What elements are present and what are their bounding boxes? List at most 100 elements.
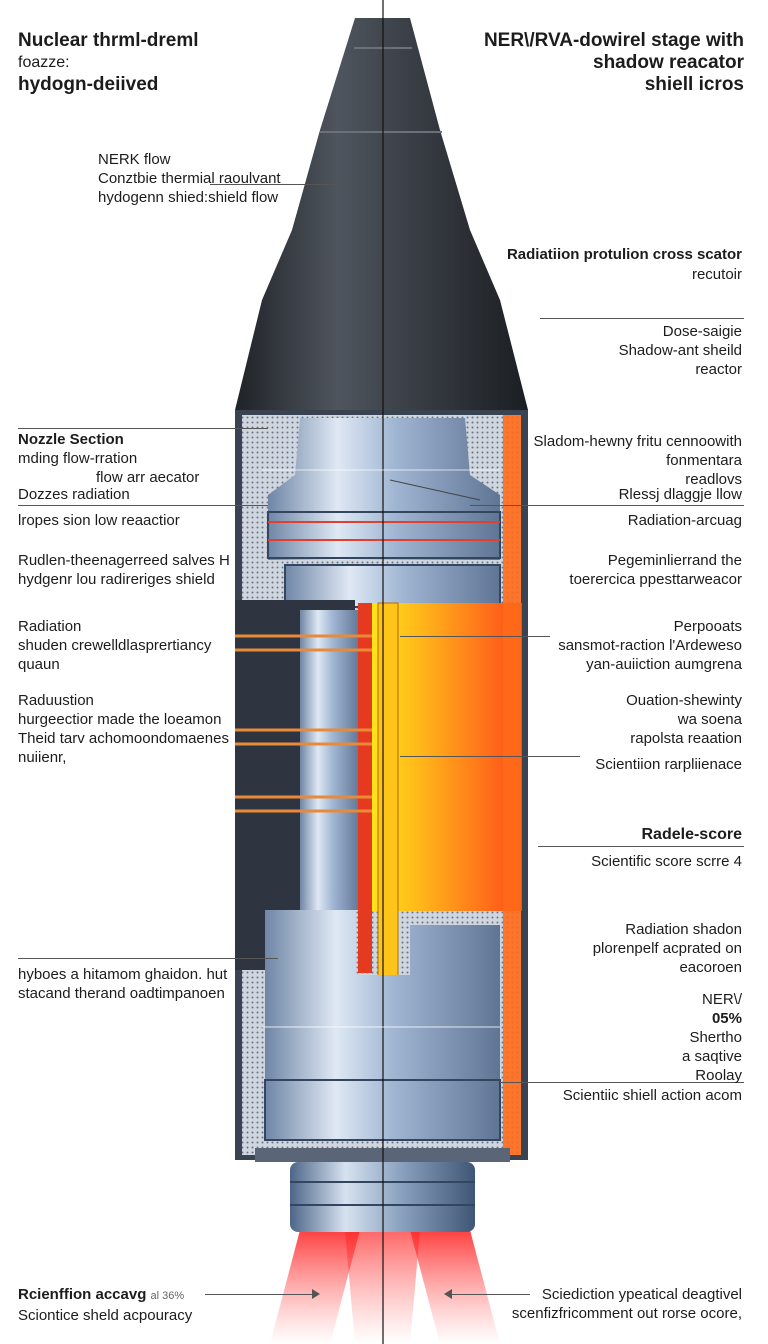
- title-left-line3: hydogn-deiived: [18, 74, 159, 95]
- label-line: Radiation-arcuag: [627, 512, 742, 529]
- label-line: recutoir: [691, 266, 742, 283]
- label-line: rapolsta reaation: [630, 730, 742, 747]
- label-line: stacand therand oadtimpanoen: [18, 985, 225, 1002]
- label-line: Shadow-ant sheild: [618, 342, 742, 359]
- label-line: Conztbie thermial raoulvant: [98, 170, 281, 187]
- label-left-raduustion: Raduustion hurgeectior made the loeamon …: [18, 691, 229, 767]
- label-line: Radele-score: [641, 826, 743, 843]
- leader-line: [210, 184, 340, 185]
- label-left-radiation: Radiation shuden crewelldlasprertiancy q…: [18, 617, 211, 674]
- leader-line: [538, 846, 744, 847]
- label-line: hydgenr lou radireriges shield: [18, 571, 215, 588]
- leader-line: [205, 1294, 315, 1295]
- title-left: Nuclear thrml-dreml foazze: hydogn-deiiv…: [18, 30, 199, 96]
- leader-line: [18, 958, 278, 959]
- label-line: Radiatiion protulion cross scator: [506, 246, 742, 263]
- label-line: Raduustion: [18, 692, 94, 709]
- label-line: Radiation: [18, 618, 82, 635]
- label-left-nerk-flow: NERK flow Conztbie thermial raoulvant hy…: [98, 150, 281, 207]
- leader-line: [540, 318, 744, 319]
- label-line: eacoroen: [679, 959, 742, 976]
- label-right-radiation-protection: Radiatiion protulion cross scator recuto…: [507, 245, 742, 285]
- label-line: Rcienffion accavg al 36%: [18, 1285, 192, 1306]
- title-right-line3: shiell icros: [644, 74, 744, 95]
- label-text: Rcienffion accavg: [18, 1286, 147, 1303]
- label-line: NERK flow: [98, 151, 171, 168]
- label-right-scientific-score: Scientific score scrre 4: [591, 852, 742, 871]
- label-left-rudlen: Rudlen-theenagerreed salves H hydgenr lo…: [18, 551, 230, 589]
- label-line: yan-auiiction aumgrena: [586, 656, 742, 673]
- label-right-rless: Rlessj dlaggje llow: [619, 485, 742, 504]
- label-line: hydogenn shied:shield flow: [98, 189, 279, 206]
- label-line: a saqtive: [681, 1048, 742, 1065]
- label-line: mding flow-rration: [18, 450, 138, 467]
- label-line: lropes sion low reaactior: [18, 512, 180, 529]
- label-left-dozzes: Dozzes radiation: [18, 485, 130, 504]
- label-right-scientiic-shiell: Scientiic shiell action acom: [563, 1086, 742, 1105]
- leader-line: [18, 428, 268, 429]
- label-line: Scientiic shiell action acom: [562, 1087, 742, 1104]
- label-left-bottom: Rcienffion accavg al 36% Sciontice sheld…: [18, 1285, 192, 1325]
- label-line: Radiation shadon: [625, 921, 742, 938]
- label-line: toerercica ppesttarweacor: [569, 571, 742, 588]
- label-line: nuiienr,: [18, 749, 67, 766]
- label-right-nerv-stats: NER\/ 05% Shertho a saqtive Roolay: [682, 990, 742, 1085]
- label-right-radiation-arcuag: Radiation-arcuag: [628, 511, 742, 530]
- arrow-left-icon: [444, 1289, 452, 1299]
- label-line: Nozzle Section: [18, 431, 124, 448]
- leader-line: [400, 756, 580, 757]
- leader-line: [18, 505, 268, 506]
- label-right-perpooats: Perpooats sansmot-raction l'Ardeweso yan…: [558, 617, 742, 674]
- title-left-line1: Nuclear thrml-dreml: [18, 30, 199, 51]
- label-line: Rlessj dlaggje llow: [618, 486, 742, 503]
- label-line: Theid tarv achomoondomaenes: [18, 730, 229, 747]
- label-line: Shertho: [689, 1029, 742, 1046]
- label-line: fonmentara: [666, 452, 742, 469]
- label-left-nozzle-section: Nozzle Section mding flow-rration flow a…: [18, 430, 199, 487]
- label-left-hyboes: hyboes a hitamom ghaidon. hut stacand th…: [18, 965, 227, 1003]
- label-line: Rudlen-theenagerreed salves H: [18, 552, 230, 569]
- label-right-radele-score: Radele-score: [642, 825, 743, 845]
- label-line: hyboes a hitamom ghaidon. hut: [18, 966, 228, 983]
- label-line: 05%: [711, 1010, 742, 1027]
- label-line: scenfizfricomment out rorse ocore,: [511, 1305, 742, 1322]
- label-line: NER\/: [701, 991, 742, 1008]
- label-line: readlovs: [685, 471, 742, 488]
- label-line: Scientific score scrre 4: [591, 853, 742, 870]
- leader-line: [400, 636, 550, 637]
- label-right-scientiion: Scientiion rarpliienace: [595, 755, 742, 774]
- label-line: wa soena: [677, 711, 742, 728]
- label-line: sansmot-raction l'Ardeweso: [558, 637, 742, 654]
- label-line: plorenpelf acprated on: [592, 940, 742, 957]
- label-right-dose: Dose-saigie Shadow-ant sheild reactor: [619, 322, 742, 379]
- label-right-radiation-shadon: Radiation shadon plorenpelf acprated on …: [593, 920, 742, 977]
- label-line: flow arr aecator: [96, 469, 200, 486]
- label-line: Scientiion rarpliienace: [595, 756, 742, 773]
- label-line: quaun: [18, 656, 60, 673]
- arrow-right-icon: [312, 1289, 320, 1299]
- label-line: Sciediction ypeatical deagtivel: [541, 1286, 742, 1303]
- label-line: reactor: [695, 361, 742, 378]
- leader-line: [500, 1082, 744, 1083]
- label-right-pegeminlier: Pegeminlierrand the toerercica ppesttarw…: [569, 551, 742, 589]
- title-right: NER\/RVA-dowirel stage with shadow reaca…: [484, 30, 744, 96]
- label-line: Roolay: [695, 1067, 742, 1084]
- label-line: Perpooats: [673, 618, 742, 635]
- label-line: Dose-saigie: [662, 323, 742, 340]
- label-line: Dozzes radiation: [18, 486, 130, 503]
- label-line: hurgeectior made the loeamon: [18, 711, 222, 728]
- label-right-ouation: Ouation-shewinty wa soena rapolsta reaat…: [626, 691, 742, 748]
- label-line: Sladom-hewny fritu cennoowith: [533, 433, 742, 450]
- title-left-line2: foazze:: [18, 54, 70, 71]
- label-line: shuden crewelldlasprertiancy: [18, 637, 212, 654]
- title-right-line1: NER\/RVA-dowirel stage with: [483, 30, 744, 51]
- title-right-line2: shadow reacator: [593, 52, 744, 73]
- leader-line: [470, 505, 744, 506]
- label-line: Ouation-shewinty: [626, 692, 742, 709]
- label-line: Pegeminlierrand the: [607, 552, 742, 569]
- label-percent: al 36%: [150, 1290, 185, 1302]
- label-left-lropes: lropes sion low reaactior: [18, 511, 180, 530]
- label-right-bottom: Sciediction ypeatical deagtivel scenfizf…: [512, 1285, 742, 1323]
